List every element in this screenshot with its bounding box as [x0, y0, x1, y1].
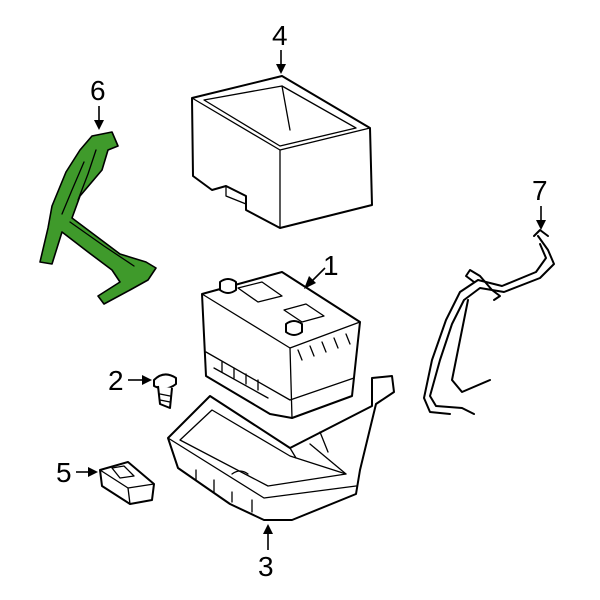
callout-7-label: 7	[532, 175, 548, 206]
callout-2: 2	[108, 365, 152, 396]
callout-4: 4	[272, 20, 288, 74]
callout-5-label: 5	[56, 457, 72, 488]
callout-2-label: 2	[108, 365, 124, 396]
part-7-battery-cable[interactable]	[423, 229, 555, 415]
part-4-battery-insulator[interactable]	[191, 75, 373, 229]
callout-6: 6	[90, 75, 106, 130]
callout-1-label: 1	[323, 250, 339, 281]
callout-3-label: 3	[258, 551, 274, 582]
callout-6-label: 6	[90, 75, 106, 106]
part-6-cable-harness-highlighted[interactable]	[39, 131, 157, 305]
part-1-battery[interactable]	[201, 271, 361, 419]
callout-5: 5	[56, 457, 98, 488]
callout-4-label: 4	[272, 20, 288, 51]
part-3-battery-tray[interactable]	[167, 375, 395, 521]
callout-3: 3	[258, 524, 274, 582]
callout-1: 1	[304, 250, 339, 289]
callout-7: 7	[532, 175, 548, 230]
part-2-hold-down-bolt[interactable]	[153, 373, 177, 409]
part-5-hold-down-clamp[interactable]	[99, 461, 155, 505]
